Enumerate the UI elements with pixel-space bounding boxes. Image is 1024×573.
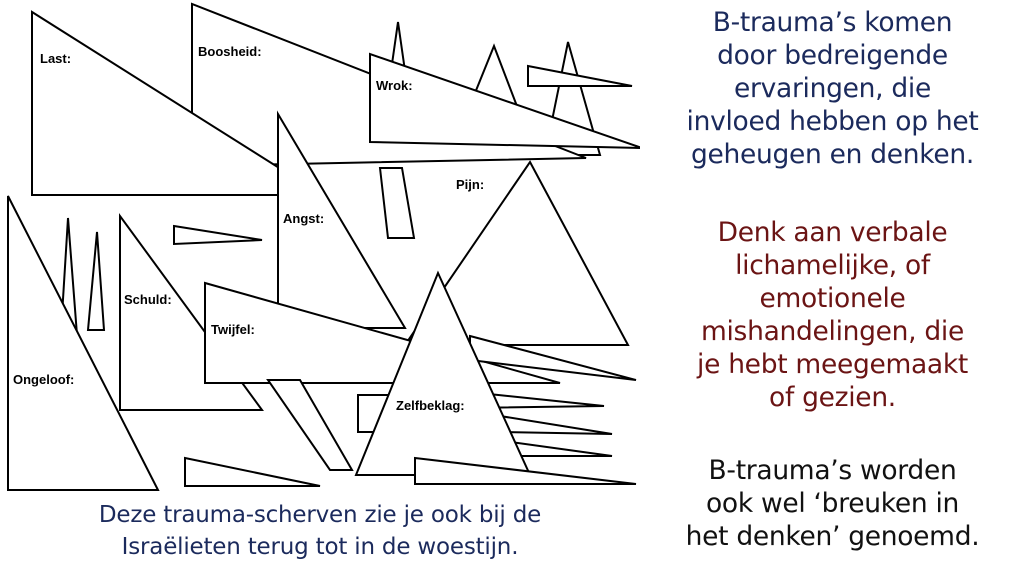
text-line: geheugen en denken. — [690, 139, 975, 170]
shard-sliver-bottom-left — [184, 456, 321, 487]
label-pijn: Pijn: — [456, 177, 484, 192]
text-line: ook wel ‘breuken in — [706, 488, 959, 519]
text-line: lichamelijke, of — [735, 250, 930, 281]
label-schuld: Schuld: — [124, 292, 172, 307]
shard-diagonal — [266, 379, 354, 471]
examples-paragraph: Denk aan verbale lichamelijke, of emotio… — [645, 216, 1020, 414]
trauma-explanation-paragraph: B-trauma’s komen door bedreigende ervari… — [645, 6, 1020, 171]
definition-paragraph: B-trauma’s worden ook wel ‘breuken in he… — [645, 454, 1020, 553]
text-line: of gezien. — [769, 382, 896, 413]
shard-spike-vase — [378, 167, 416, 239]
illustration-caption: Deze trauma-scherven zie je ook bij de I… — [0, 499, 640, 563]
text-line: emotionele — [759, 283, 906, 314]
shard-sliver-left — [173, 224, 263, 246]
shard-ongeloof — [7, 195, 160, 491]
shard-sliver-r3 — [499, 414, 613, 435]
text-line: B-trauma’s komen — [712, 7, 953, 38]
text-line: je hebt meegemaakt — [697, 349, 968, 380]
text-line: Denk aan verbale — [717, 217, 948, 248]
text-line: door bedreigende — [717, 40, 948, 71]
label-last: Last: — [40, 51, 71, 66]
trauma-shards-illustration: Last: Boosheid: Wrok: Pijn: Angst: Schul… — [7, 2, 640, 491]
text-line: invloed hebben op het — [686, 106, 979, 137]
text-line: B-trauma’s worden — [708, 455, 957, 486]
text-line: ervaringen, die — [734, 73, 931, 104]
text-line: mishandelingen, die — [700, 316, 964, 347]
caption-line: Israëlieten terug tot in de woestijn. — [121, 534, 519, 560]
caption-line: Deze trauma-scherven zie je ook bij de — [98, 502, 542, 528]
text-line: het denken’ genoemd. — [685, 521, 980, 552]
shard-pijn — [403, 160, 630, 346]
shard-sliver-top — [527, 64, 633, 87]
label-wrok: Wrok: — [376, 78, 413, 93]
label-twijfel: Twijfel: — [211, 322, 255, 337]
label-angst: Angst: — [283, 211, 324, 226]
shard-wrok — [369, 52, 640, 149]
label-boosheid: Boosheid: — [198, 44, 262, 59]
label-zelfbeklag: Zelfbeklag: — [396, 398, 465, 413]
shard-sliver-bottom-right — [414, 456, 637, 485]
shard-spike-left-2 — [86, 231, 106, 331]
shard-last — [31, 10, 326, 196]
label-ongeloof: Ongeloof: — [13, 372, 74, 387]
